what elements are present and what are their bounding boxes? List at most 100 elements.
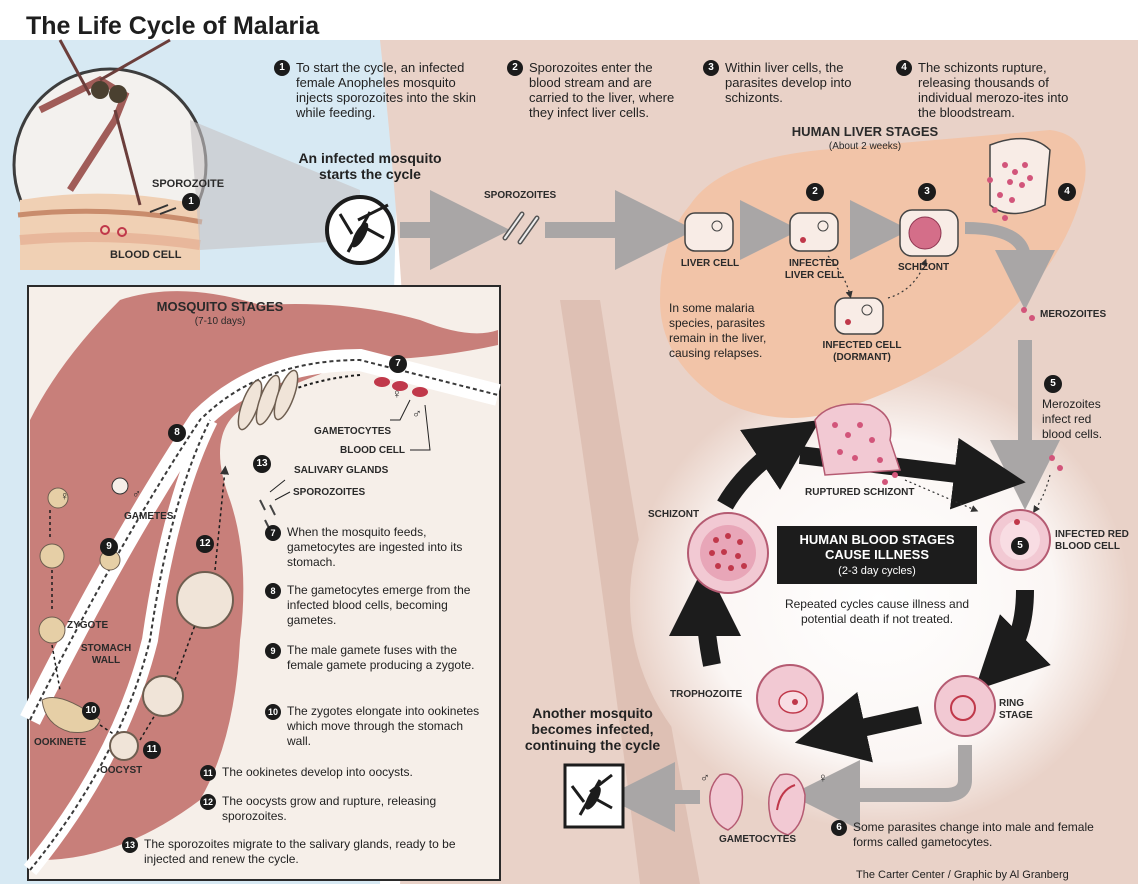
mosquito-badge-9: 9 xyxy=(100,538,118,556)
step-number: 13 xyxy=(122,837,138,853)
step-number: 6 xyxy=(831,820,847,836)
blood-step-5-badge: 5 xyxy=(1011,537,1029,555)
step-text: To start the cycle, an infected female A… xyxy=(274,60,484,120)
ruptured-schizont-label: RUPTURED SCHIZONT xyxy=(805,487,914,499)
step-number: 8 xyxy=(265,583,281,599)
liver-step-2-badge: 2 xyxy=(806,183,824,201)
blood-stages-subtitle: (2-3 day cycles) xyxy=(777,565,977,577)
blood-stages-note: Repeated cycles cause illness and potent… xyxy=(770,597,984,627)
merozoite xyxy=(1021,307,1027,313)
mosquito-badge-10: 10 xyxy=(82,702,100,720)
step-number: 3 xyxy=(703,60,719,76)
male-gamete xyxy=(112,478,128,494)
ring-stage-label: RING STAGE xyxy=(999,698,1044,722)
infected-rbc-label: INFECTED RED BLOOD CELL xyxy=(1055,529,1133,553)
svg-text:♀: ♀ xyxy=(60,489,69,503)
infected-mosquito-caption: An infected mosquito starts the cycle xyxy=(285,150,455,182)
liver-schizont-label: SCHIZONT xyxy=(898,262,949,274)
mosquito-gametocytes-label: GAMETOCYTES xyxy=(314,426,391,438)
step-number: 7 xyxy=(265,525,281,541)
merozoites-label: MEROZOITES xyxy=(1040,309,1106,321)
step-text: The oocysts grow and rupture, releasing … xyxy=(222,794,436,823)
svg-text:♂: ♂ xyxy=(132,487,141,501)
step-text: The sporozoites migrate to the salivary … xyxy=(144,837,456,866)
stomach-wall-label: STOMACH WALL xyxy=(76,643,136,667)
svg-text:♂: ♂ xyxy=(700,770,710,785)
credit-line: The Carter Center / Graphic by Al Granbe… xyxy=(856,868,1069,883)
step-text: The zygotes elongate into ookinetes whic… xyxy=(287,704,479,748)
mosquito-badge-11: 11 xyxy=(143,741,161,759)
svg-text:♀: ♀ xyxy=(392,386,402,401)
mosquito-stages-header: MOSQUITO STAGES xyxy=(120,299,320,314)
svg-text:♀: ♀ xyxy=(818,770,828,785)
inset-step-number: 1 xyxy=(182,193,200,211)
sporozoites-label: SPOROZOITES xyxy=(484,190,556,202)
liver-stages-header: HUMAN LIVER STAGES xyxy=(760,124,970,139)
rbc-schizont-label: SCHIZONT xyxy=(648,509,699,521)
liver-cell-label: LIVER CELL xyxy=(680,258,740,270)
mosquito-badge-13: 13 xyxy=(253,455,271,473)
step-text: The schizonts rupture, releasing thousan… xyxy=(896,60,1086,120)
zygote xyxy=(39,617,65,643)
step-number: 9 xyxy=(265,643,281,659)
relapse-note: In some malaria species, parasites remai… xyxy=(669,301,799,361)
step-number: 10 xyxy=(265,704,281,720)
step-number: 12 xyxy=(200,794,216,810)
mosquito-stages-subheader: (7-10 days) xyxy=(120,316,320,327)
step-4: 4 The schizonts rupture, releasing thous… xyxy=(896,60,1086,120)
human-gametocytes-label: GAMETOCYTES xyxy=(719,834,796,846)
ruptured-liver-schizont xyxy=(990,139,1050,214)
step-text: The ookinetes develop into oocysts. xyxy=(222,765,413,779)
trophozoite-label: TROPHOZOITE xyxy=(670,689,742,701)
step-5-text: Merozoites infect red blood cells. xyxy=(1042,397,1122,442)
oocyst-label: OOCYST xyxy=(100,765,142,777)
liver-step-4-badge: 4 xyxy=(1058,183,1076,201)
mosquito-badge-7: 7 xyxy=(389,355,407,373)
step-text: Within liver cells, the parasites develo… xyxy=(703,60,873,105)
step-6: 6 Some parasites change into male and fe… xyxy=(831,820,1101,850)
mosquito-badge-12: 12 xyxy=(196,535,214,553)
merozoite xyxy=(1029,315,1035,321)
mosquito-badge-8: 8 xyxy=(168,424,186,442)
page-title: The Life Cycle of Malaria xyxy=(26,12,319,41)
step-5-badge: 5 xyxy=(1044,375,1062,393)
another-mosquito-caption: Another mosquito becomes infected, conti… xyxy=(510,705,675,753)
ookinete-label: OOKINETE xyxy=(34,737,86,749)
mosquito-blood-cell-label: BLOOD CELL xyxy=(340,445,405,457)
step-1: 1 To start the cycle, an infected female… xyxy=(274,60,484,120)
step-number: 2 xyxy=(507,60,523,76)
svg-text:♂: ♂ xyxy=(412,406,422,421)
liver-step-3-badge: 3 xyxy=(918,183,936,201)
infected-liver-cell xyxy=(790,213,838,251)
dormant-cell xyxy=(835,298,883,334)
salivary-glands-label: SALIVARY GLANDS xyxy=(294,465,388,477)
rupturing-oocyst xyxy=(177,572,233,628)
step-text: The male gamete fuses with the female ga… xyxy=(287,643,474,672)
zygote-label: ZYGOTE xyxy=(67,620,108,632)
blood-stages-title: HUMAN BLOOD STAGES CAUSE ILLNESS xyxy=(777,526,977,562)
gametes-label: GAMETES xyxy=(124,511,173,523)
step-number: 1 xyxy=(274,60,290,76)
blood-stages-box: HUMAN BLOOD STAGES CAUSE ILLNESS (2-3 da… xyxy=(777,526,977,584)
inset-blood-cell-label: BLOOD CELL xyxy=(110,249,182,261)
liver-stages-subheader: (About 2 weeks) xyxy=(760,141,970,152)
ring-stage-cell xyxy=(935,676,995,736)
mosquito-sporozoites-label: SPOROZOITES xyxy=(293,487,365,499)
step-text: When the mosquito feeds, gametocytes are… xyxy=(287,525,462,569)
step-text: The gametocytes emerge from the infected… xyxy=(287,583,470,627)
liver-cell xyxy=(685,213,733,251)
step-number: 4 xyxy=(896,60,912,76)
step-text: Sporozoites enter the blood stream and a… xyxy=(507,60,677,120)
step-number: 11 xyxy=(200,765,216,781)
infected-liver-cell-label: INFECTED LIVER CELL xyxy=(775,258,853,282)
inset-sporozoite-label: SPOROZOITE xyxy=(152,178,224,190)
oocyst xyxy=(110,732,138,760)
